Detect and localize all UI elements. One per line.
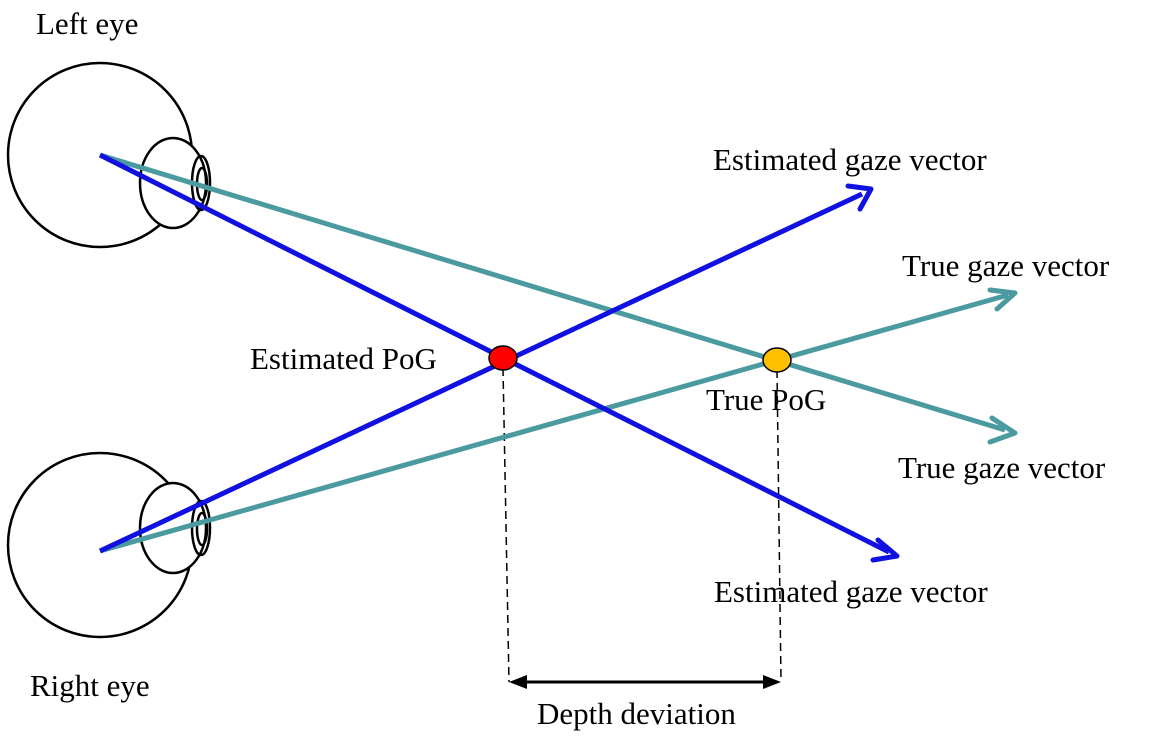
true-gaze-vector-right-eye [99,292,1009,554]
true-pog-label: True PoG [706,382,826,417]
left-eye-label: Left eye [36,6,138,41]
true-pog-drop-line [776,369,782,683]
estimated-gaze-vector-left-arrowhead [870,537,900,563]
estimated-gaze-vector-right-arrowhead [845,183,874,212]
true-gaze-vector-left-arrowhead [987,415,1018,445]
true-gaze-vector-top-label: True gaze vector [902,248,1110,283]
estimated-pog-marker [488,345,518,371]
true-gaze-vectors [99,152,1018,554]
true-pog-marker [762,347,792,373]
estimated-gaze-vector-right-eye [98,191,864,554]
depth-deviation-arrowhead-right [763,675,781,689]
depth-deviation-arrow [509,675,781,689]
left-eye-drawing [6,61,212,249]
estimated-pog-drop-line [502,367,510,683]
right-eye-label: Right eye [30,668,150,703]
true-gaze-vector-bottom-label: True gaze vector [898,450,1106,485]
estimated-gaze-vector-bottom-label: Estimated gaze vector [714,574,988,609]
right-iris-inner [195,511,209,547]
true-gaze-vector-left-eye [99,152,1006,433]
depth-deviation-arrowhead-left [509,675,527,689]
estimated-gaze-vector-top-label: Estimated gaze vector [713,142,987,177]
true-gaze-vector-right-arrowhead [987,287,1018,312]
estimated-pog-label: Estimated PoG [250,341,437,376]
depth-deviation-label: Depth deviation [537,696,736,731]
